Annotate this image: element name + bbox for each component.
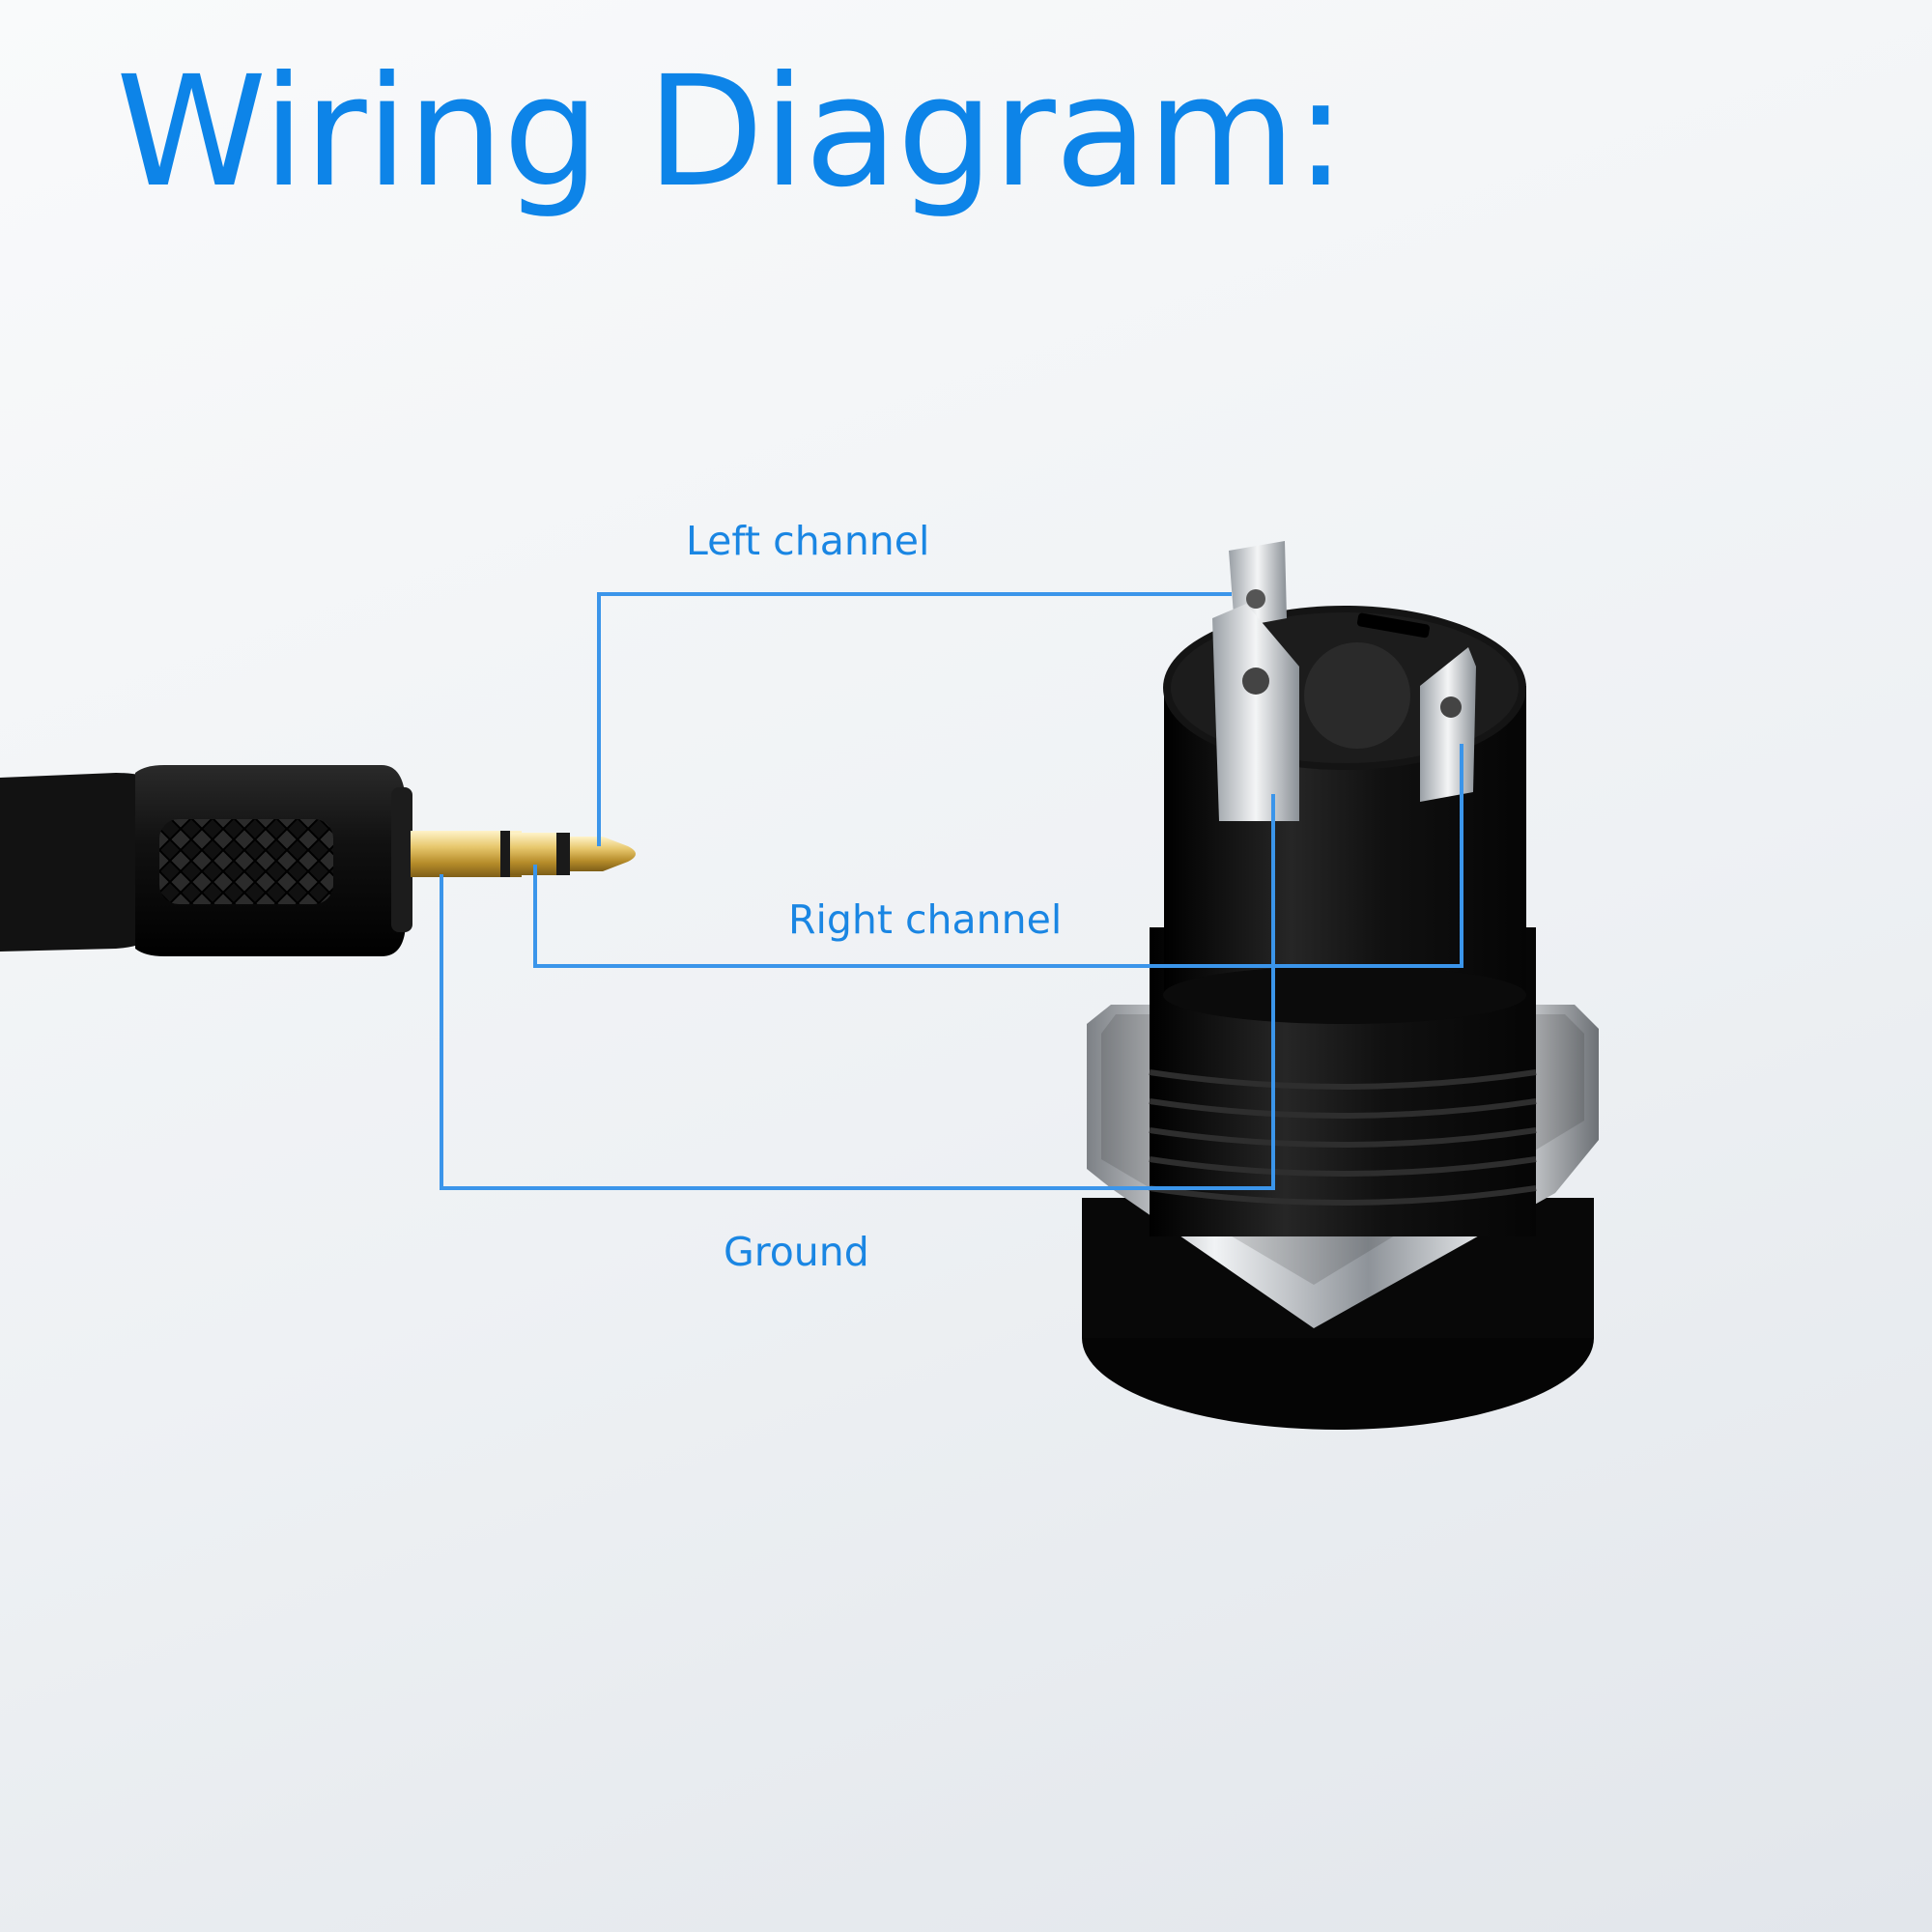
wire-right-channel: [533, 744, 1463, 968]
wire-left-channel: [597, 592, 1232, 846]
thread-lines: [1149, 1069, 1537, 1206]
wiring-lines: [440, 592, 1463, 1190]
label-left-channel: Left channel: [686, 518, 930, 564]
jack-pin-ground: [1212, 604, 1299, 821]
label-right-channel: Right channel: [788, 896, 1063, 943]
wire-ground: [440, 794, 1275, 1190]
audio-jack-icon: [1082, 541, 1599, 1430]
plug-pin: [411, 831, 636, 877]
plug-grip: [159, 819, 333, 904]
label-ground: Ground: [724, 1229, 869, 1275]
page-title: Wiring Diagram:: [116, 43, 1347, 221]
trs-plug-icon: [0, 765, 636, 956]
